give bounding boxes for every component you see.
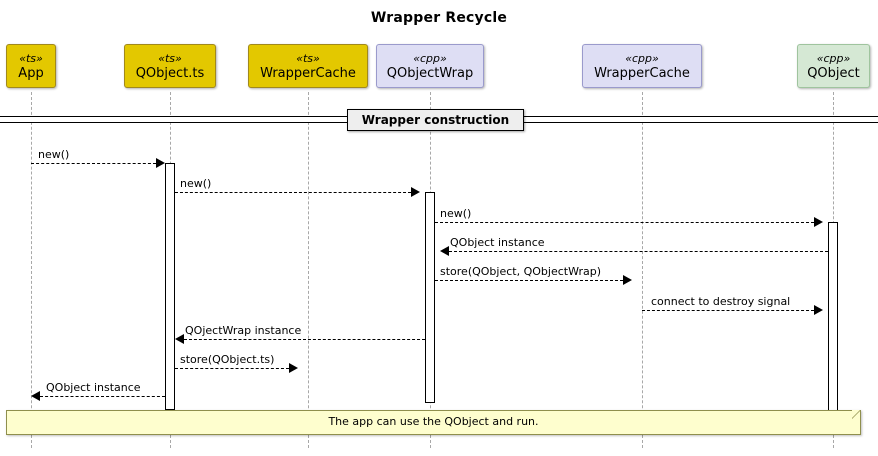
message-line-qobject-instance-2 xyxy=(40,396,165,397)
participant-name: WrapperCache xyxy=(594,66,690,81)
message-label-new-qobjectts: new() xyxy=(180,177,212,190)
message-label-qobject-instance-1: QObject instance xyxy=(450,236,545,249)
participant-name: QObjectWrap xyxy=(386,66,474,81)
message-arrowhead-right xyxy=(289,363,298,373)
participant-qobject[interactable]: «cpp» QObject xyxy=(797,44,870,88)
divider-wrapper-construction: Wrapper construction xyxy=(347,109,524,131)
message-arrowhead-right xyxy=(814,305,823,315)
message-arrowhead-right xyxy=(814,217,823,227)
participant-qobjectts[interactable]: «ts» QObject.ts xyxy=(124,44,216,88)
participant-stereotype: «cpp» xyxy=(413,52,447,65)
message-arrowhead-right xyxy=(156,158,165,168)
message-arrowhead-left xyxy=(440,246,449,256)
message-label-store-qobjectts: store(QObject.ts) xyxy=(180,353,275,366)
participant-stereotype: «cpp» xyxy=(625,52,659,65)
message-line-new-app xyxy=(31,163,156,164)
message-arrowhead-right xyxy=(411,187,420,197)
message-line-new-qobjectts xyxy=(175,192,411,193)
participant-app[interactable]: «ts» App xyxy=(6,44,56,88)
message-arrowhead-right xyxy=(623,275,632,285)
participant-name: App xyxy=(18,66,44,81)
participant-qobjectwrap[interactable]: «cpp» QObjectWrap xyxy=(376,44,484,88)
participant-stereotype: «ts» xyxy=(19,52,43,65)
message-label-connect-destroy-signal: connect to destroy signal xyxy=(651,295,791,308)
note-fold-corner-inner xyxy=(852,410,860,418)
message-line-qobject-instance-1 xyxy=(449,251,828,252)
lifeline-app xyxy=(31,92,32,448)
message-line-new-qobjectwrap xyxy=(435,222,814,223)
message-line-connect-destroy-signal xyxy=(642,310,814,311)
activation-qobjectts xyxy=(165,163,175,410)
message-arrowhead-left xyxy=(175,334,184,344)
message-label-qobject-instance-2: QObject instance xyxy=(46,381,141,394)
lifeline-wcachecpp xyxy=(642,92,643,448)
message-label-new-qobjectwrap: new() xyxy=(440,207,472,220)
message-label-qojectwrap-instance: QOjectWrap instance xyxy=(185,324,302,337)
participant-name: QObject xyxy=(807,66,860,81)
participant-stereotype: «ts» xyxy=(158,52,182,65)
note-text: The app can use the QObject and run. xyxy=(328,415,539,428)
participant-wrappercache-ts[interactable]: «ts» WrapperCache xyxy=(248,44,368,88)
message-label-store-qobject-qobjectwrap: store(QObject, QObjectWrap) xyxy=(440,265,601,278)
message-line-store-qobjectts xyxy=(175,368,289,369)
participant-stereotype: «cpp» xyxy=(816,52,851,65)
participant-name: QObject.ts xyxy=(135,66,205,81)
participant-name: WrapperCache xyxy=(260,66,356,81)
diagram-title: Wrapper Recycle xyxy=(370,10,508,26)
note-app-can-use-qobject: The app can use the QObject and run. xyxy=(6,410,861,435)
message-line-store-qobject-qobjectwrap xyxy=(435,280,623,281)
lifeline-wcachets xyxy=(308,92,309,448)
participant-wrappercache-cpp[interactable]: «cpp» WrapperCache xyxy=(582,44,702,88)
message-label-new-app: new() xyxy=(38,148,70,161)
activation-qobjectwrap xyxy=(425,192,435,403)
activation-qobject xyxy=(828,222,838,414)
message-line-qojectwrap-instance xyxy=(184,339,425,340)
participant-stereotype: «ts» xyxy=(296,52,320,65)
message-arrowhead-left xyxy=(31,391,40,401)
divider-label: Wrapper construction xyxy=(361,113,510,127)
